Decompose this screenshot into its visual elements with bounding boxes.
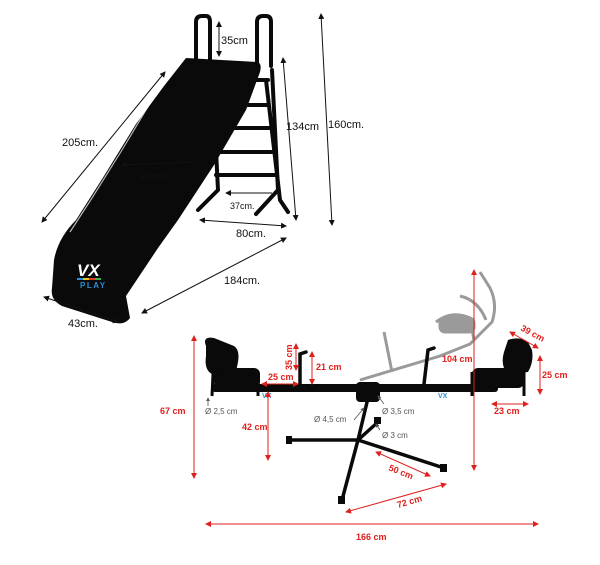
dim-base-width (43, 295, 119, 324)
label-ladder-height: 134cm (286, 121, 319, 133)
seesaw-base (288, 396, 446, 502)
dim-base-length (141, 237, 287, 314)
seesaw-handles (298, 346, 436, 386)
label-base-width: 43cm. (68, 318, 98, 330)
label-base-length: 184cm. (224, 275, 260, 287)
label-seat-gap: 25 cm (268, 372, 294, 382)
label-seat-depth: 23 cm (494, 406, 520, 416)
label-slide-length: 205cm. (62, 137, 98, 149)
label-ladder-top: 35cm (221, 35, 248, 47)
label-raised-height: 104 cm (442, 354, 473, 364)
dim-total-height (318, 13, 335, 226)
label-base-span: 72 cm (396, 493, 423, 510)
beam-logo-left: VX (262, 393, 272, 400)
dim-ladder-base (199, 217, 287, 229)
label-seat-height: 25 cm (542, 370, 568, 380)
label-total-height: 160cm. (328, 119, 364, 131)
seesaw-seat-left (205, 337, 260, 397)
label-step-width: 37cm. (230, 201, 255, 211)
label-seesaw-height: 67 cm (160, 406, 186, 416)
seesaw-dimensions (191, 269, 543, 527)
dim-chute-width (121, 161, 197, 168)
dim-base-span (345, 482, 447, 514)
label-total-length: 166 cm (356, 532, 387, 542)
seesaw-seat-right (470, 338, 533, 396)
seesaw-grey-pointers (206, 395, 385, 431)
label-leg-diameter: Ø 3 cm (382, 431, 408, 440)
label-handle-top: 35 cm (284, 344, 294, 370)
logo-mark: VX (77, 261, 101, 280)
label-post-diameter: Ø 3,5 cm (382, 407, 415, 416)
seesaw-raised-ghost (359, 271, 497, 382)
slide-dimension-labels: 205cm. 43cm. 35cm 134cm 160cm. 37cm. 80c… (62, 35, 364, 330)
dim-leg-length (375, 451, 431, 477)
label-leg-length: 50 cm (387, 463, 414, 482)
label-pivot-height: 42 cm (242, 422, 268, 432)
beam-logo-right: VX (438, 393, 448, 400)
dim-slide-length (41, 71, 166, 223)
slide-dimensions (41, 13, 335, 324)
dim-ladder-height (280, 57, 299, 221)
logo-word: PLAY (80, 281, 107, 290)
dim-seat-width (509, 331, 539, 349)
label-pivot-diameter: Ø 4,5 cm (314, 415, 347, 424)
seesaw-feet (286, 417, 447, 504)
label-handle-height: 21 cm (316, 362, 342, 372)
label-ladder-base: 80cm. (236, 228, 266, 240)
label-chute-width: 43cm. (140, 171, 170, 183)
label-beam-diameter: Ø 2,5 cm (205, 407, 238, 416)
vx-play-logo: VX PLAY (77, 261, 107, 290)
